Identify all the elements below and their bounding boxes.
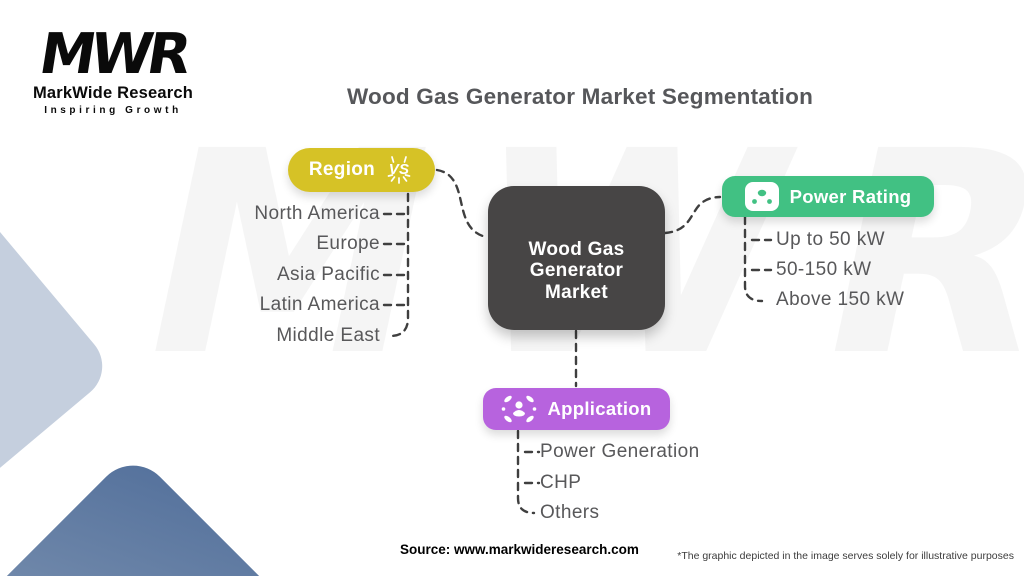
power-rating-item: Up to 50 kW [776,229,885,250]
region-item: Europe [316,233,380,255]
power-rating-badge: Power Rating [722,176,934,217]
region-list: North America Europe Asia Pacific Latin … [130,199,380,351]
region-item: Latin America [259,294,380,316]
page-title: Wood Gas Generator Market Segmentation [346,84,814,109]
application-item: CHP [540,471,582,493]
vs-sparkle-icon: VS [384,154,414,186]
logo-company-name: MarkWide Research [32,84,194,103]
power-rating-list: Up to 50 kW 50-150 kW Above 150 kW [776,225,904,315]
application-badge: Application [483,388,670,430]
network-users-icon [501,394,537,424]
decor-shape-dark [0,449,346,576]
connector-application-list [516,429,536,515]
region-badge-label: Region [308,159,376,180]
decor-shape-light [0,178,117,532]
logo-tagline: Inspiring Growth [44,105,182,117]
center-node-line-3: Market [544,281,609,303]
region-item: North America [254,203,380,224]
region-item: Middle East [276,324,380,346]
application-list: Power Generation CHP Others [540,437,700,529]
power-rating-item: 50-150 kW [776,259,872,280]
markwide-logo: MWR MarkWide Research Inspiring Growth [28,22,198,117]
region-badge: Region VS [288,148,435,192]
logo-monogram: MWR [35,22,191,87]
source-text: Source: www.markwideresearch.com [400,542,639,557]
power-rating-badge-label: Power Rating [789,185,912,207]
power-rating-item: Above 150 kW [776,289,905,310]
svg-text:VS: VS [389,161,410,178]
disclaimer-text: *The graphic depicted in the image serve… [677,550,1014,562]
region-item: Asia Pacific [276,263,380,285]
center-node: Wood Gas Generator Market [488,186,665,330]
power-socket-icon [744,182,779,211]
center-node-line-2: Generator [529,260,624,282]
center-node-line-1: Wood Gas [528,238,625,260]
application-badge-label: Application [547,398,652,419]
application-item: Others [540,502,600,524]
application-item: Power Generation [540,441,700,462]
